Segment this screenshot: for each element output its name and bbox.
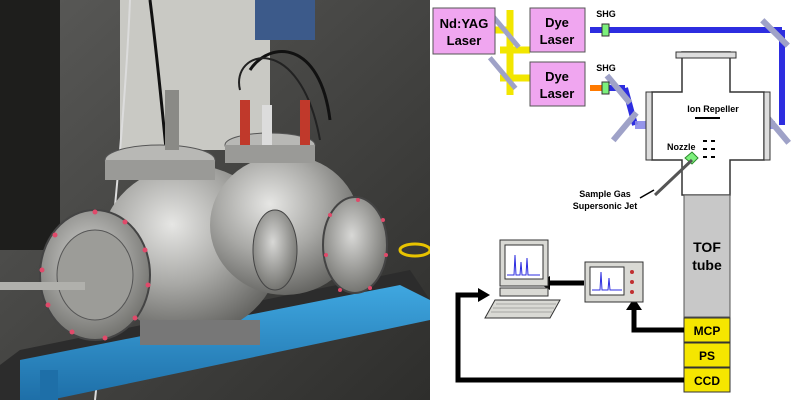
knob bbox=[630, 270, 634, 274]
mcp-label: MCP bbox=[694, 324, 721, 338]
shg-label-1: SHG bbox=[596, 9, 616, 19]
chamber-stand bbox=[140, 320, 260, 345]
mirror bbox=[760, 18, 790, 48]
mcp-box bbox=[683, 317, 731, 343]
arrow-to-computer-ccd bbox=[478, 288, 490, 302]
apparatus-photo bbox=[0, 0, 430, 400]
chamber-right-flange bbox=[763, 91, 771, 161]
arrow-to-oscilloscope bbox=[626, 298, 642, 310]
ccd-label: CCD bbox=[694, 374, 720, 388]
nozzle-label: Nozzle bbox=[667, 142, 696, 152]
cable bbox=[238, 57, 321, 141]
dye-laser-2-label-line2: Laser bbox=[540, 86, 575, 101]
side-flange-right bbox=[322, 196, 388, 294]
chamber-top-flange bbox=[675, 51, 737, 59]
dark-cabinet bbox=[0, 0, 60, 250]
feedthrough-red bbox=[240, 100, 250, 145]
mirror bbox=[604, 73, 633, 106]
spectrum-trace bbox=[507, 254, 540, 276]
chamber-left-flange bbox=[645, 91, 653, 161]
ps-label: PS bbox=[699, 349, 715, 363]
diagram-background bbox=[430, 0, 800, 400]
ps-box bbox=[683, 342, 731, 368]
feedthrough-white bbox=[262, 105, 272, 145]
ion-repeller-label: Ion Repeller bbox=[687, 104, 739, 114]
sample-gas-label-line2: Supersonic Jet bbox=[573, 201, 638, 211]
nozzle-line bbox=[653, 158, 694, 197]
dye-laser-2-label-line1: Dye bbox=[545, 69, 569, 84]
shg-label-2: SHG bbox=[596, 63, 616, 73]
knob bbox=[630, 290, 634, 294]
nd-yag-label-line2: Laser bbox=[447, 33, 482, 48]
dye-laser-2-box bbox=[529, 61, 586, 107]
tof-tube bbox=[683, 194, 731, 318]
mirror bbox=[491, 14, 521, 49]
oscilloscope-screen bbox=[589, 266, 625, 296]
yellow-cable bbox=[398, 242, 430, 258]
sample-gas-pointer bbox=[639, 189, 655, 199]
side-flange-inner bbox=[56, 229, 134, 321]
nd-yag-label-line1: Nd:YAG bbox=[440, 16, 489, 31]
dye-laser-1-label-line1: Dye bbox=[545, 15, 569, 30]
keyboard-icon bbox=[484, 299, 561, 319]
dye-laser-1-label-line2: Laser bbox=[540, 32, 575, 47]
signal-cables bbox=[455, 280, 684, 383]
nd-yag-laser-box bbox=[432, 7, 496, 55]
feedthrough-red bbox=[300, 100, 310, 145]
table-leg bbox=[40, 370, 58, 400]
flange-bolts bbox=[39, 198, 388, 341]
computer-base bbox=[499, 287, 549, 297]
knob bbox=[630, 280, 634, 284]
mirror bbox=[610, 110, 639, 143]
feedthrough bbox=[165, 90, 179, 150]
top-flange-rim bbox=[225, 145, 315, 163]
shg-crystal-1 bbox=[601, 23, 610, 37]
blue-cabinet bbox=[255, 0, 315, 40]
tof-label-line2: tube bbox=[692, 257, 722, 273]
nozzle-rod bbox=[0, 282, 85, 290]
computer-screen bbox=[504, 244, 544, 280]
oscilloscope-trace bbox=[592, 271, 622, 291]
ion-optics-dots bbox=[703, 140, 715, 158]
shg-crystal-2 bbox=[601, 81, 610, 95]
mirror bbox=[487, 56, 518, 90]
schematic-diagram: Nd:YAG Laser Dye Laser Dye Laser SHG SHG… bbox=[430, 0, 800, 400]
top-flange-rim bbox=[105, 160, 215, 180]
sample-gas-label-line1: Sample Gas bbox=[579, 189, 631, 199]
keyboard-keys bbox=[491, 303, 556, 313]
front-port-flange bbox=[252, 209, 298, 291]
dye-laser-1-box bbox=[529, 7, 586, 53]
tof-label-line1: TOF bbox=[693, 239, 721, 255]
cable bbox=[248, 50, 332, 121]
